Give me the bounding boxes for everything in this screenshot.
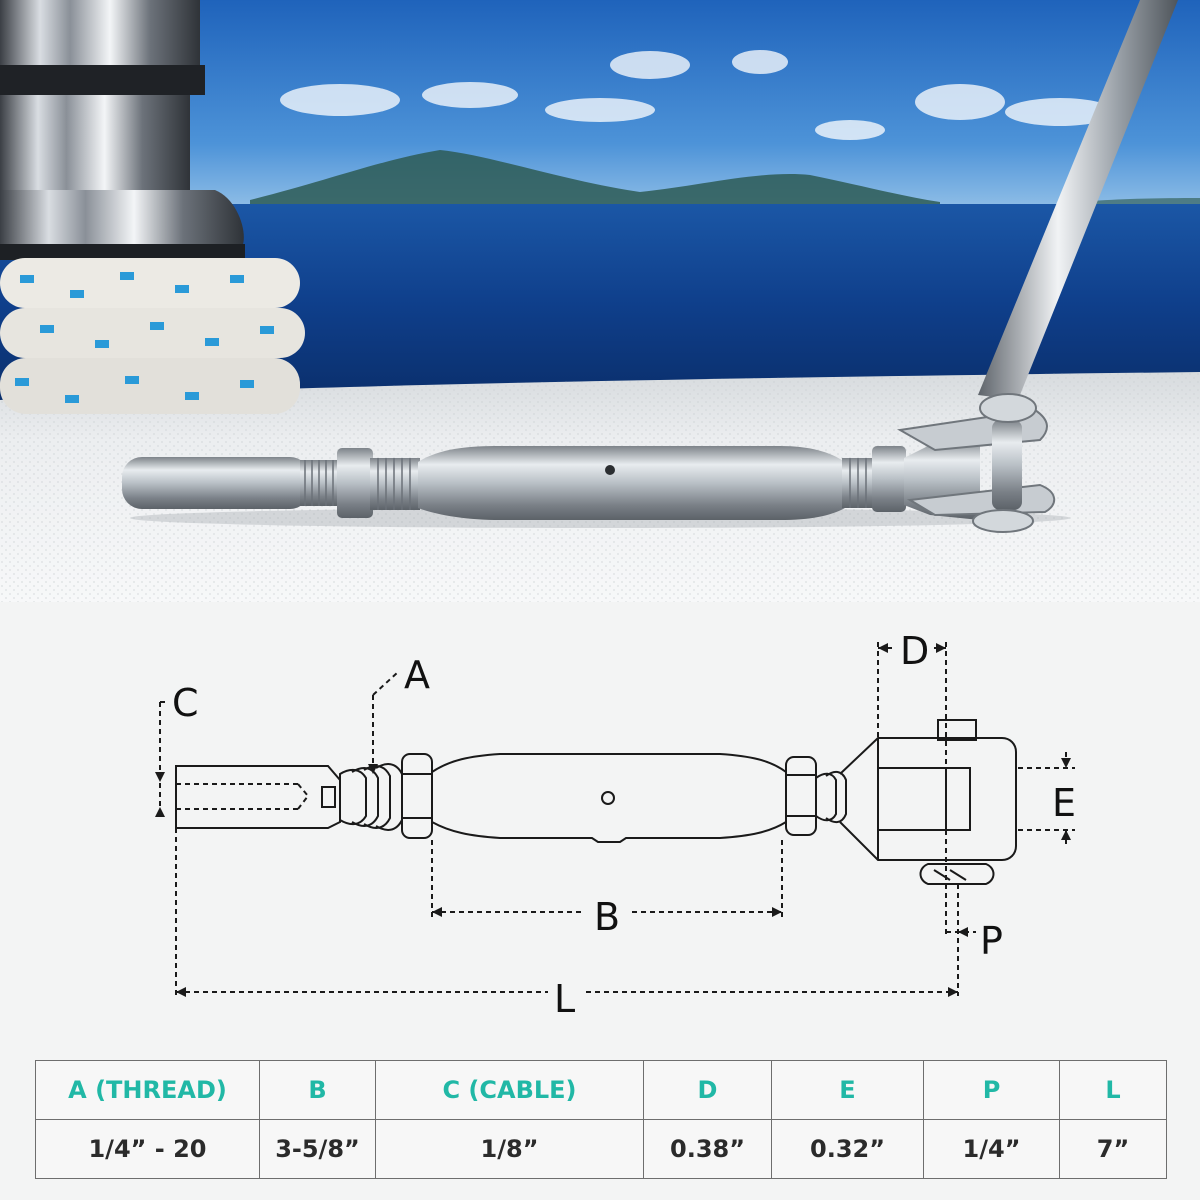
turnbuckle <box>122 393 1070 533</box>
header-b: B <box>259 1060 376 1120</box>
turnbuckle-body <box>431 753 787 843</box>
island <box>250 150 940 206</box>
value-p: 1/4” <box>923 1119 1060 1179</box>
dim-label-b: B <box>594 895 620 939</box>
jaw-fork <box>839 719 1017 885</box>
dimension-lines <box>159 642 1075 996</box>
thread-right <box>815 770 847 824</box>
header-l: L <box>1059 1060 1167 1120</box>
stud-slot <box>321 786 336 808</box>
dim-label-e: E <box>1052 781 1076 825</box>
dimension-arrows <box>155 643 1071 997</box>
rope-coil <box>0 258 305 414</box>
dim-label-l: L <box>554 977 575 1021</box>
header-a-thread: A (THREAD) <box>35 1060 260 1120</box>
header-c-cable: C (CABLE) <box>375 1060 644 1120</box>
stanchion-pole <box>978 0 1178 400</box>
nut-right <box>785 756 817 836</box>
photo-scene <box>0 0 1200 602</box>
dim-label-a: A <box>404 653 430 697</box>
dim-label-d: D <box>900 629 929 673</box>
threaded-stud-outline <box>175 765 341 829</box>
dim-label-p: P <box>980 919 1003 963</box>
thread-left <box>339 763 403 831</box>
value-d: 0.38” <box>643 1119 772 1179</box>
value-c-cable: 1/8” <box>375 1119 644 1179</box>
clevis-pin-head <box>937 719 977 741</box>
value-b: 3-5/8” <box>259 1119 376 1179</box>
header-d: D <box>643 1060 772 1120</box>
value-l: 7” <box>1059 1119 1167 1179</box>
spec-header-row: A (THREAD) B C (CABLE) D E P L <box>35 1060 1167 1120</box>
product-photo <box>0 0 1200 602</box>
winch <box>0 0 245 260</box>
header-p: P <box>923 1060 1060 1120</box>
spec-value-row: 1/4” - 20 3-5/8” 1/8” 0.38” 0.32” 1/4” 7… <box>35 1119 1167 1179</box>
header-e: E <box>771 1060 924 1120</box>
value-a-thread: 1/4” - 20 <box>35 1119 260 1179</box>
nut-left <box>401 753 433 839</box>
value-e: 0.32” <box>771 1119 924 1179</box>
cable-bore <box>176 783 309 810</box>
body-hole <box>601 791 615 805</box>
dim-label-c: C <box>172 681 199 725</box>
cotter-pin <box>919 863 995 885</box>
clouds <box>280 50 1115 140</box>
spec-table: A (THREAD) B C (CABLE) D E P L 1/4” - 20… <box>35 1060 1167 1179</box>
dimension-diagram: C A B L D E P <box>155 629 1076 1021</box>
